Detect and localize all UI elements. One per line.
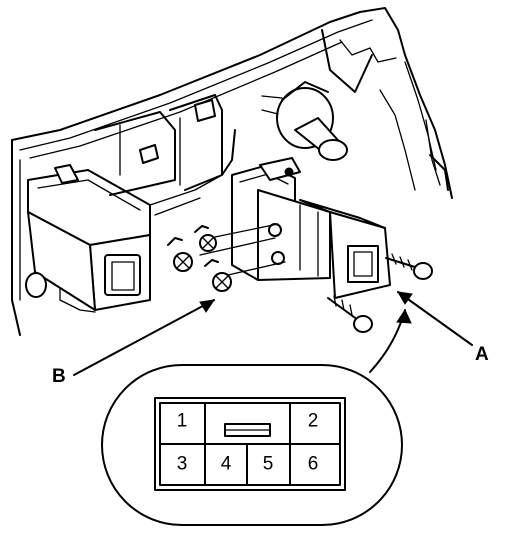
connector-terminal-view: [101, 364, 403, 526]
left-connector-housing: [25, 111, 176, 311]
knob-cylinder: [261, 81, 348, 161]
pin-3-label: 3: [177, 454, 188, 475]
callout-label-b: B: [52, 366, 66, 387]
mounting-clips: [167, 223, 286, 292]
pin-2-label: 2: [308, 411, 319, 432]
pin-5-label: 5: [263, 454, 274, 475]
switch-screws: [327, 253, 433, 333]
callout-label-a: A: [475, 344, 489, 365]
pin-6-label: 6: [308, 454, 319, 475]
callout-leaders: [73, 291, 473, 376]
pin-4-label: 4: [221, 454, 232, 475]
pin-1-label: 1: [177, 411, 188, 432]
middle-bracket: [149, 94, 236, 216]
switch-assembly: [231, 157, 391, 299]
